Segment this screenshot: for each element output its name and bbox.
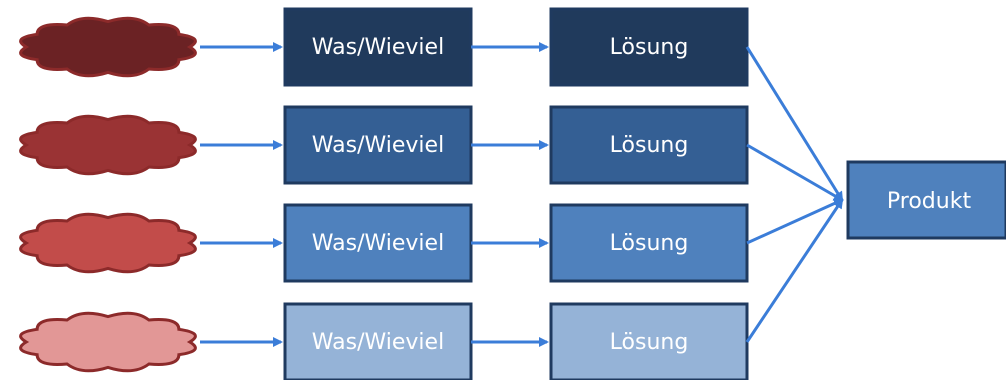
solution-label: Lösung (610, 133, 689, 158)
problem-cloud (19, 16, 197, 78)
arrow-to-product (745, 46, 844, 202)
what-label: Was/Wieviel (312, 330, 444, 355)
flow-row: Was/Wieviel Lösung (19, 198, 844, 283)
product-box (846, 160, 1006, 240)
arrow-to-product (745, 198, 844, 343)
arrow-to-product (746, 198, 844, 245)
what-box (283, 302, 473, 380)
product-label: Produkt (887, 189, 972, 214)
solution-label: Lösung (610, 330, 689, 355)
flow-row: Was/Wieviel Lösung (19, 105, 844, 202)
what-label: Was/Wieviel (312, 35, 444, 60)
solution-label: Lösung (610, 35, 689, 60)
what-label: Was/Wieviel (312, 133, 444, 158)
solution-box (549, 302, 749, 380)
problem-cloud (19, 212, 197, 274)
what-box (283, 203, 473, 283)
problem-cloud (19, 311, 197, 373)
solution-label: Lösung (610, 231, 689, 256)
problem-cloud (19, 114, 197, 176)
arrow-to-product (746, 143, 844, 202)
what-label: Was/Wieviel (312, 231, 444, 256)
what-box (283, 7, 473, 87)
solution-box (549, 7, 749, 87)
